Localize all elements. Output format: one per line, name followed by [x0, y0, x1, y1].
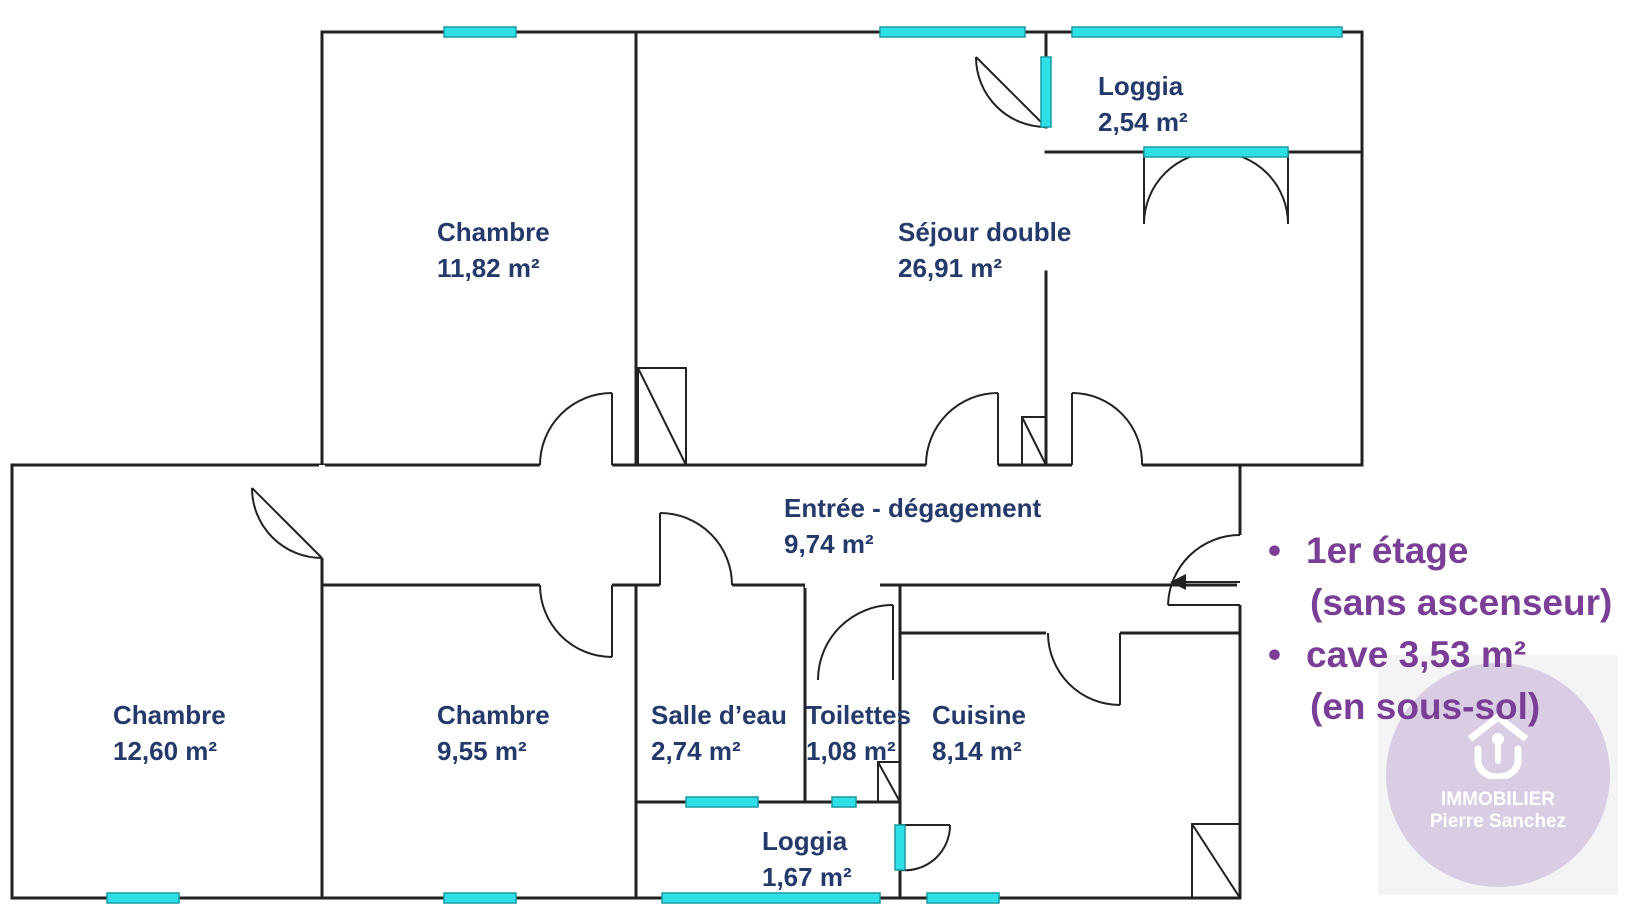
room-label-chambre-3: Chambre 9,55 m² [437, 697, 550, 769]
room-label-entree: Entrée - dégagement 9,74 m² [784, 490, 1041, 562]
room-label-cuisine: Cuisine 8,14 m² [932, 697, 1026, 769]
door-openings [319, 462, 1243, 636]
closets [637, 367, 1241, 899]
doors [251, 56, 1289, 872]
bullet: • [1268, 634, 1281, 675]
note-line: cave 3,53 m² [1306, 634, 1527, 675]
room-area: 9,55 m² [437, 736, 527, 766]
note-subline: (sans ascenseur) [1310, 582, 1613, 623]
room-label-chambre-1: Chambre 11,82 m² [437, 214, 550, 286]
room-area: 9,74 m² [784, 529, 874, 559]
room-label-loggia-1: Loggia 2,54 m² [1098, 68, 1188, 140]
windows [106, 26, 1343, 904]
agency-logo: IMMOBILIER Pierre Sanchez [1378, 655, 1618, 895]
room-area: 2,54 m² [1098, 107, 1188, 137]
room-area: 8,14 m² [932, 736, 1022, 766]
room-label-chambre-2: Chambre 12,60 m² [113, 697, 226, 769]
room-name: Toilettes [806, 700, 911, 730]
bullet: • [1268, 530, 1281, 571]
room-name: Chambre [437, 700, 550, 730]
room-area: 12,60 m² [113, 736, 218, 766]
room-area: 2,74 m² [651, 736, 741, 766]
room-name: Loggia [1098, 71, 1184, 101]
room-name: Séjour double [898, 217, 1072, 247]
room-label-sejour: Séjour double 26,91 m² [898, 214, 1071, 286]
property-notes: • 1er étage (sans ascenseur) • cave 3,53… [1268, 525, 1612, 733]
room-label-salle-eau: Salle d’eau 2,74 m² [651, 697, 787, 769]
logo-line-1: IMMOBILIER [1441, 789, 1555, 810]
room-name: Salle d’eau [651, 700, 787, 730]
room-name: Chambre [437, 217, 550, 247]
room-area: 1,08 m² [806, 736, 896, 766]
logo-line-2: Pierre Sanchez [1429, 811, 1567, 832]
note-floor: • 1er étage (sans ascenseur) [1268, 525, 1612, 629]
room-name: Loggia [762, 826, 848, 856]
room-label-toilettes: Toilettes 1,08 m² [806, 697, 911, 769]
note-cellar: • cave 3,53 m² (en sous-sol) [1268, 629, 1612, 733]
room-area: 26,91 m² [898, 253, 1003, 283]
room-area: 11,82 m² [437, 253, 540, 283]
room-area: 1,67 m² [762, 862, 852, 892]
room-label-loggia-2: Loggia 1,67 m² [762, 823, 852, 895]
room-name: Cuisine [932, 700, 1026, 730]
note-line: 1er étage [1306, 530, 1469, 571]
room-name: Chambre [113, 700, 226, 730]
note-subline: (en sous-sol) [1310, 686, 1541, 727]
room-name: Entrée - dégagement [784, 493, 1042, 523]
house-keyhole-icon [1467, 713, 1529, 779]
